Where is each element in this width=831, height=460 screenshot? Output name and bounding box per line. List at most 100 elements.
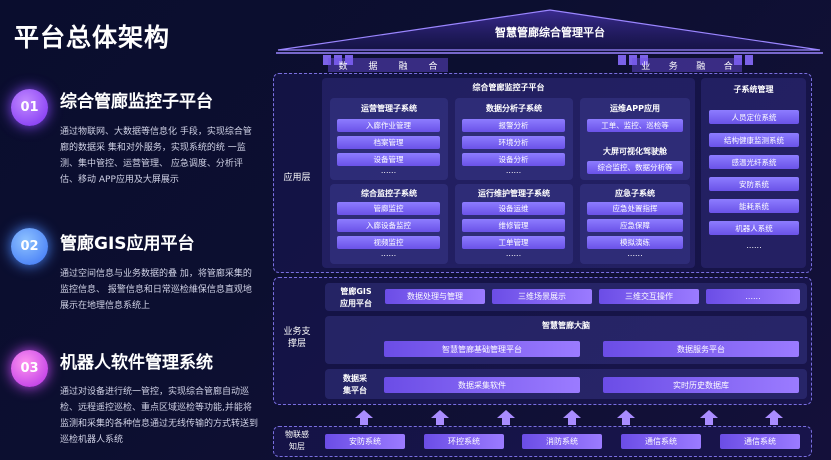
ribbon-char: 合: [428, 61, 438, 72]
monitor-platform-title: 综合管廊监控子平台: [472, 83, 545, 92]
gis-label-line1: 管廊GIS: [340, 287, 372, 296]
subsystem-item: 设备运维: [462, 202, 565, 215]
gis-label: 管廊GIS 应用平台: [330, 286, 382, 310]
iot-layer-label-line2: 知层: [289, 442, 305, 451]
subsystem-item: 设备分析: [462, 153, 565, 166]
subsystem-mgmt-item: 结构健康监测系统: [709, 133, 799, 147]
more-dots: ......: [380, 166, 397, 175]
arrow-stem: [705, 418, 713, 425]
ribbon-char: 业: [641, 61, 651, 72]
subsystem-title: 综合监控子系统: [361, 189, 417, 198]
subsystem-item: 视频监控: [337, 236, 440, 249]
roof-title: 智慧管廊综合管理平台: [495, 26, 605, 39]
iot-layer-label: 物联感 知层: [276, 429, 318, 453]
section-title-1: 综合管廊监控子平台: [60, 92, 213, 112]
app-layer-label: 应用层: [283, 173, 311, 183]
biz-layer-label: 业务支 撑层: [276, 326, 318, 350]
biz-layer-label-line2: 撑层: [287, 339, 306, 349]
section-number-3: 03: [11, 350, 48, 387]
subsystem-mgmt-item: 安防系统: [709, 177, 799, 191]
subsystem-item: 档案管理: [337, 136, 440, 149]
iot-item: 消防系统: [522, 434, 602, 449]
iot-layer-label-line1: 物联感: [285, 430, 309, 439]
gis-item: 数据处理与管理: [385, 289, 485, 304]
subsystem-mgmt: [701, 78, 806, 268]
gis-item: 三维场景展示: [492, 289, 592, 304]
up-arrow-icon: [765, 410, 783, 418]
collect-label-line1: 数据采: [343, 374, 367, 383]
up-arrow-icon: [431, 410, 449, 418]
section-desc-1: 通过物联网、大数据等信息化 手段，实现综合管廊的数据采 集和对外服务，实现系统的…: [60, 127, 252, 185]
subsystem-mgmt-item: 机器人系统: [709, 221, 799, 235]
section-number-2: 02: [11, 228, 48, 265]
ribbon-char: 合: [723, 61, 733, 72]
subsystem-mgmt-item: 能耗系统: [709, 199, 799, 213]
arrow-stem: [502, 418, 510, 425]
arrow-stem: [770, 418, 778, 425]
subsystem-mgmt-item: 人员定位系统: [709, 110, 799, 124]
subsystem-mgmt-item: 感温光纤系统: [709, 155, 799, 169]
more-dots: ......: [627, 249, 643, 258]
brain-title: 智慧管廊大脑: [542, 321, 590, 330]
subsystem-title: 数据分析子系统: [486, 104, 542, 113]
arrow-stem: [360, 418, 368, 425]
brain-item: 数据服务平台: [603, 341, 799, 357]
page-title: 平台总体架构: [14, 23, 171, 52]
more-dots: ......: [746, 241, 762, 250]
section-title-2: 管廊GIS应用平台: [60, 234, 195, 254]
more-dots: ......: [505, 249, 522, 258]
subsystem-item: 应急处置指挥: [587, 202, 683, 215]
up-arrow-icon: [617, 410, 635, 418]
collect-item: 实时历史数据库: [603, 377, 799, 393]
subsystem-title: 运行维护管理子系统: [478, 189, 550, 198]
iot-item: 环控系统: [424, 434, 504, 449]
subsystem-title: 运营管理子系统: [361, 104, 417, 113]
arrow-stem: [568, 418, 576, 425]
subsystem-item: 报警分析: [462, 119, 565, 132]
subsystem-item: 维修管理: [462, 219, 565, 232]
subsystem-item: 入廊作业管理: [337, 119, 440, 132]
section-desc-3: 通过对设备进行统一管控，实现综合管廊自动巡检、远程遥控巡检、重点区域巡检等功能,…: [60, 387, 259, 445]
section-title-3: 机器人软件管理系统: [60, 353, 213, 373]
collect-item: 数据采集软件: [384, 377, 580, 393]
ribbon-char: 融: [696, 61, 706, 72]
iot-item: 通信系统: [621, 434, 701, 449]
gis-item: ......: [706, 289, 800, 304]
more-dots: ......: [505, 166, 522, 175]
arrow-stem: [436, 418, 444, 425]
biz-fusion-ribbon: 业 务 融 合: [632, 58, 742, 72]
subsystem-item: 入廊设备监控: [337, 219, 440, 232]
subsystem-title: 应急子系统: [615, 189, 655, 198]
subsystem-item: 模拟演练: [587, 236, 683, 249]
ribbon-char: 融: [398, 61, 408, 72]
ribbon-char: 务: [668, 61, 678, 72]
up-arrow-icon: [700, 410, 718, 418]
more-dots: ......: [380, 249, 397, 258]
ribbon-char: 据: [368, 61, 378, 72]
section-number-1: 01: [11, 89, 48, 126]
brain-item: 智慧管廊基础管理平台: [384, 341, 580, 357]
subsystem-item: 设备管理: [337, 153, 440, 166]
up-arrow-icon: [355, 410, 373, 418]
gis-item: 三维交互操作: [599, 289, 699, 304]
up-arrow-icon: [563, 410, 581, 418]
data-fusion-ribbon: 数 据 融 合: [328, 58, 448, 72]
arrow-stem: [622, 418, 630, 425]
iot-item: 通信系统: [720, 434, 800, 449]
biz-layer-label-line1: 业务支: [283, 327, 311, 337]
subsystem-item: 工单管理: [462, 236, 565, 249]
subsystem-title: 运维APP应用: [610, 104, 660, 113]
bigscreen-title: 大屏可视化驾驶舱: [603, 147, 667, 156]
subsystem-item: 应急保障: [587, 219, 683, 232]
subsystem-item: 工单、监控、巡检等: [587, 119, 683, 132]
roof-graphic: [276, 9, 823, 65]
collect-label-line2: 集平台: [343, 386, 367, 395]
bigscreen-item: 综合监控、数据分析等: [587, 161, 683, 174]
subsystem-item: 管廊监控: [337, 202, 440, 215]
ribbon-char: 数: [338, 61, 348, 72]
up-arrow-icon: [497, 410, 515, 418]
gis-label-line2: 应用平台: [340, 299, 372, 308]
section-desc-2: 通过空间信息与业务数据的叠 加，将管廊采集的监控信息、 报警信息和日常巡检維保信…: [60, 269, 252, 311]
subsystem-item: 环境分析: [462, 136, 565, 149]
collect-label: 数据采 集平台: [330, 373, 380, 397]
